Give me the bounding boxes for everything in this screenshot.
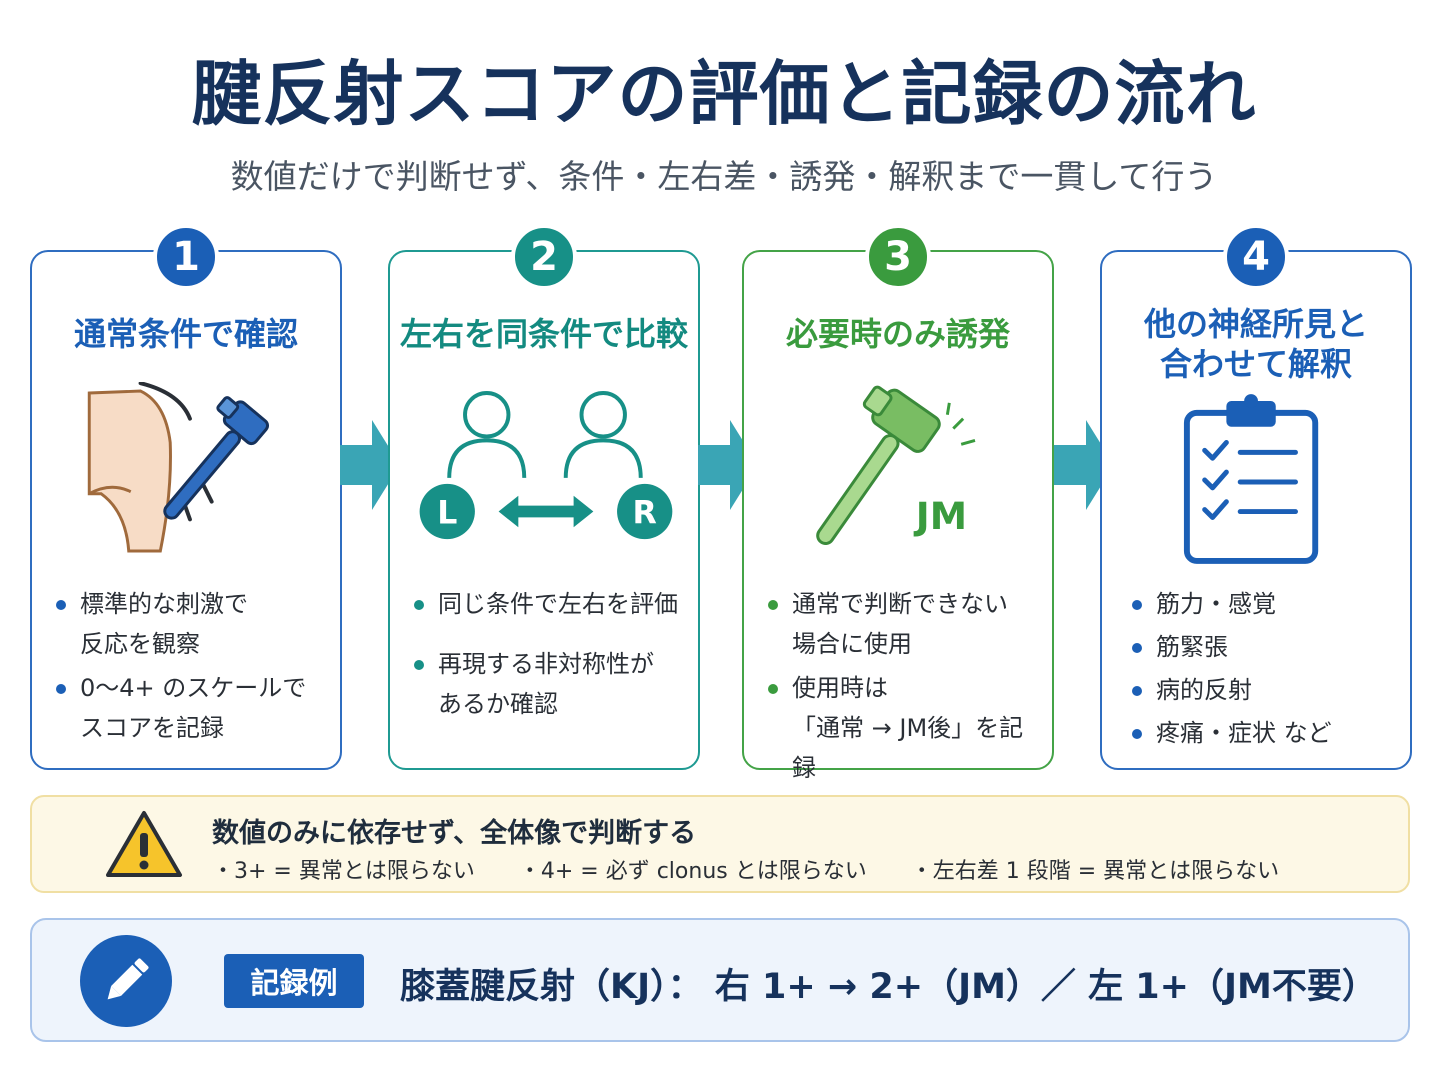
record-label: 記録例 (224, 954, 364, 1008)
bullet-item: 筋緊張 (1130, 627, 1400, 667)
pencil-icon (80, 935, 172, 1027)
flow-arrow-icon (340, 420, 400, 510)
step-number-badge: 4 (1223, 224, 1289, 290)
record-example-box: 記録例 膝蓋腱反射（KJ）： 右 1+ → 2+（JM）／ 左 1+（JM不要） (30, 918, 1410, 1042)
step-card-3: 3 必要時のみ誘発 JM 通常で判断できない 場合に使用 使用時は 「通常 → … (742, 224, 1054, 782)
left-label: L (437, 495, 457, 531)
warning-item: ・4+ = 必ず clonus とは限らない (518, 859, 867, 884)
bullet-item: 筋力・感覚 (1130, 584, 1400, 624)
bullet-item: 標準的な刺激で 反応を観察 (54, 584, 330, 664)
step-card-1: 1 通常条件で確認 標準的な刺激で 反応を観察 0〜4+ のスケールで スコアを… (30, 224, 342, 770)
clipboard-checklist-icon (1102, 390, 1410, 570)
step-card-4: 4 他の神経所見と 合わせて解釈 筋力・感覚 筋緊張 病的反射 疼痛・症状 など (1100, 224, 1412, 770)
bullet-item: 0〜4+ のスケールで スコアを記録 (54, 668, 330, 748)
step-bullets: 通常で判断できない 場合に使用 使用時は 「通常 → JM後」を記録 (766, 584, 1042, 792)
warning-items: ・3+ = 異常とは限らない ・4+ = 必ず clonus とは限らない ・左… (212, 853, 1323, 885)
warning-icon (106, 811, 182, 877)
step-bullets: 同じ条件で左右を評価 再現する非対称性が あるか確認 (412, 584, 688, 744)
knee-reflex-hammer-icon (32, 381, 340, 562)
step-title: 必要時のみ誘発 (785, 315, 1010, 353)
warning-box: 数値のみに依存せず、全体像で判断する ・3+ = 異常とは限らない ・4+ = … (30, 795, 1410, 893)
page-subtitle: 数値だけで判断せず、条件・左右差・誘発・解釈まで一貫して行う (230, 157, 1218, 196)
step-number-badge: 3 (865, 224, 931, 290)
warning-item: ・左右差 1 段階 = 異常とは限らない (910, 859, 1280, 884)
jm-label: JM (913, 494, 967, 538)
record-text: 膝蓋腱反射（KJ）： 右 1+ → 2+（JM）／ 左 1+（JM不要） (400, 967, 1377, 1007)
page-title: 腱反射スコアの評価と記録の流れ (191, 53, 1257, 135)
bullet-item: 疼痛・症状 など (1130, 713, 1400, 753)
step-bullets: 標準的な刺激で 反応を観察 0〜4+ のスケールで スコアを記録 (54, 584, 330, 752)
step-bullets: 筋力・感覚 筋緊張 病的反射 疼痛・症状 など (1130, 584, 1400, 756)
step-title: 通常条件で確認 (73, 315, 298, 353)
bullet-item: 通常で判断できない 場合に使用 (766, 584, 1042, 664)
right-label: R (633, 495, 657, 531)
jendrassik-hammer-icon: JM (744, 382, 1052, 562)
flow-arrow-icon (1054, 420, 1114, 510)
bullet-item: 同じ条件で左右を評価 (412, 584, 688, 624)
bullet-item: 使用時は 「通常 → JM後」を記録 (766, 668, 1042, 788)
step-number-badge: 2 (511, 224, 577, 290)
left-right-comparison-icon: L R (390, 382, 698, 562)
step-title: 他の神経所見と 合わせて解釈 (1143, 305, 1368, 383)
step-number-badge: 1 (153, 224, 219, 290)
step-card-2: 2 左右を同条件で比較 L R 同じ条件で左右を評価 再現する非対称性が あるか… (388, 224, 700, 770)
bullet-item: 病的反射 (1130, 670, 1400, 710)
bullet-item: 再現する非対称性が あるか確認 (412, 644, 688, 724)
step-title: 左右を同条件で比較 (399, 315, 688, 353)
warning-item: ・3+ = 異常とは限らない (212, 859, 475, 884)
warning-heading: 数値のみに依存せず、全体像で判断する (212, 818, 697, 849)
